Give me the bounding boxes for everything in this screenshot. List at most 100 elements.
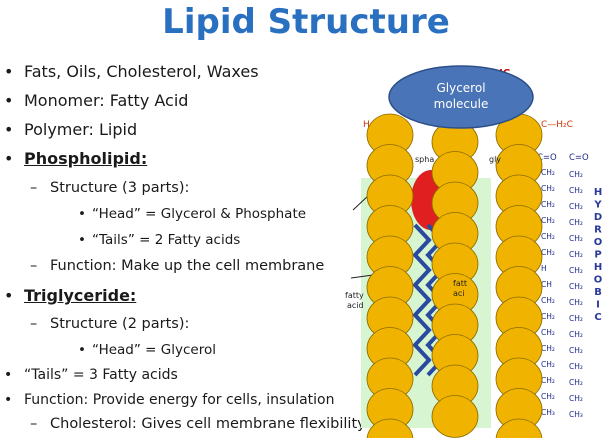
subsubbullet-tails: • “Tails” = 2 Fatty acids <box>78 232 240 248</box>
bullet-text: “Head” = Glycerol & Phosphate <box>92 206 307 222</box>
hydrophobic-letter: H <box>594 187 602 198</box>
chem-col1-row-3: CH₂ <box>541 200 555 209</box>
hydrophobic-letter: O <box>594 237 603 248</box>
chem-col1-row-4: CH₂ <box>541 216 555 225</box>
chem-col1-row-8: CH <box>541 280 552 289</box>
bullet-function-energy: • Function: Provide energy for cells, ins… <box>4 392 334 408</box>
chem-col1-row-13: CH₂ <box>541 360 555 369</box>
bullet-text: Structure (2 parts): <box>50 316 190 332</box>
fatty-acid-right-label-1: fatt <box>453 279 467 288</box>
hydrophobic-letter: H <box>594 262 602 273</box>
chem-co-1: C=O <box>537 153 557 163</box>
bead-col1-11 <box>366 418 414 438</box>
bullet-marker: • <box>78 342 86 358</box>
bullet-polymer: • Polymer: Lipid <box>4 120 137 139</box>
hydrophobic-letter: B <box>594 287 602 298</box>
hydrophobic-letter: C <box>594 312 601 323</box>
chem-col2-row-3: CH₂ <box>569 202 583 211</box>
glycerol-beads <box>366 113 543 438</box>
bullet-text: Phospholipid: <box>24 149 148 168</box>
hydrophobic-letter: P <box>594 250 601 261</box>
dash-marker: – <box>30 258 38 274</box>
bullet-text: Cholesterol: Gives cell membrane flexibi… <box>50 416 366 432</box>
bullet-text: “Tails” = 3 Fatty acids <box>24 367 178 383</box>
chem-col2-row-2: CH₂ <box>569 186 583 195</box>
chem-col2-row-16: CH₃ <box>569 410 583 419</box>
bullet-marker: • <box>4 62 14 81</box>
dash-marker: – <box>30 316 38 332</box>
dash-marker: – <box>30 180 38 196</box>
bead-col3-11 <box>495 418 543 438</box>
chem-chain: CH₂ CH₂ CH₂ CH₂ CH₂ CH₂ CH₂ CH₂ CH₂ CH₂ CH₂ CH₂ H CH₂… <box>541 168 583 419</box>
chem-col2-row-5: CH₂ <box>569 234 583 243</box>
bullet-marker: • <box>4 91 14 110</box>
subbullet-triglyceride-structure: –Structure (2 parts): <box>30 316 189 332</box>
chem-col1-row-2: CH₂ <box>541 184 555 193</box>
bullet-marker: • <box>4 149 14 168</box>
chem-col2-row-13: CH₂ <box>569 362 583 371</box>
glycerol-molecule-oval <box>388 65 534 129</box>
chem-col2-row-4: CH₂ <box>569 218 583 227</box>
phosphate-partial-label: spha <box>415 155 434 164</box>
chem-col1-row-10: CH₂ <box>541 312 555 321</box>
lipid-diagram: H₂C C—H₂C ILIC C=O C=O CH₂CH₂CH₂CH₂CH₂CH… <box>345 65 602 438</box>
glycerol-partial-label: gly <box>489 155 501 164</box>
chem-col2-row-6: CH₂ <box>569 250 583 259</box>
hydrophobic-letter: Y <box>593 200 602 211</box>
dash-marker: – <box>30 416 38 432</box>
subsubbullet-head: • “Head” = Glycerol & Phosphate <box>78 206 306 222</box>
bead-col2-10 <box>431 395 479 438</box>
bullet-marker: • <box>4 367 13 383</box>
slide-title: Lipid Structure <box>162 2 450 42</box>
bullet-text: Function: Provide energy for cells, insu… <box>24 392 335 408</box>
chem-col2-row-8: CH₂ <box>569 282 583 291</box>
subbullet-phospholipid-structure: –Structure (3 parts): <box>30 180 189 196</box>
chem-col1-row-1: CH₂ <box>541 168 555 177</box>
hydrophobic-letter: I <box>596 300 600 311</box>
bullet-monomer: •Monomer: Fatty Acid <box>4 91 188 110</box>
chem-col1-row-5: CH₂ <box>541 232 555 241</box>
chem-col1-row-15: CH₂ <box>541 392 555 401</box>
chem-col2-row-14: CH₂ <box>569 378 583 387</box>
bullet-text: Fats, Oils, Cholesterol, Waxes <box>24 62 259 81</box>
chem-col2-row-11: CH₂ <box>569 330 583 339</box>
chem-col1-row-11: CH₂ <box>541 328 555 337</box>
bullet-text: “Tails” = 2 Fatty acids <box>92 232 241 248</box>
subbullet-function: –Function: Make up the cell membrane <box>30 258 324 274</box>
fatty-acid-tail-1 <box>412 223 432 377</box>
chem-col1-row-16: CH₃ <box>541 408 555 417</box>
bullet-marker: • <box>4 286 14 305</box>
glycerol-label-line2: molecule <box>434 97 489 111</box>
chem-col2-row-1: CH₂ <box>569 170 583 179</box>
hydrophobic-letter: R <box>594 225 602 236</box>
head-pointer <box>352 194 370 211</box>
bullet-phospholipid: • Phospholipid: <box>4 149 147 168</box>
hydrophobic-letter: D <box>594 212 602 223</box>
bullet-marker: • <box>78 232 86 248</box>
hydrophobic-letter: O <box>594 275 603 286</box>
bullet-text: Function: Make up the cell membrane <box>50 258 325 274</box>
fatty-acid-pointer <box>350 274 374 279</box>
chem-col1-row-9: CH₂ <box>541 296 555 305</box>
chem-col1-row-12: CH₂ <box>541 344 555 353</box>
chem-col1-row-14: CH₂ <box>541 376 555 385</box>
bullet-marker: • <box>78 206 86 222</box>
fatty-acid-left-label-1: fatty <box>345 291 364 300</box>
bullet-text: Polymer: Lipid <box>24 120 138 139</box>
subbullet-cholesterol: –Cholesterol: Gives cell membrane flexib… <box>30 416 366 432</box>
chem-col2-row-7: CH₂ <box>569 266 583 275</box>
bullet-tails-fatty-acids: • “Tails” = 3 Fatty acids <box>4 367 178 383</box>
bullet-text: “Head” = Glycerol <box>92 342 216 358</box>
bullet-text: Structure (3 parts): <box>50 180 190 196</box>
chem-col1-row-6: CH₂ <box>541 248 555 257</box>
chem-col2-row-12: CH₂ <box>569 346 583 355</box>
bullet-text: Triglyceride: <box>24 286 137 305</box>
bullet-marker: • <box>4 392 13 408</box>
bullet-fats-oils: • Fats, Oils, Cholesterol, Waxes <box>4 62 259 81</box>
chem-top-right: C—H₂C <box>541 120 573 130</box>
chem-col1-row-7: H <box>541 264 547 273</box>
glycerol-label-line1: Glycerol <box>436 81 485 95</box>
bullet-marker: • <box>4 120 14 139</box>
fatty-acid-left-label-2: acid <box>347 301 364 310</box>
